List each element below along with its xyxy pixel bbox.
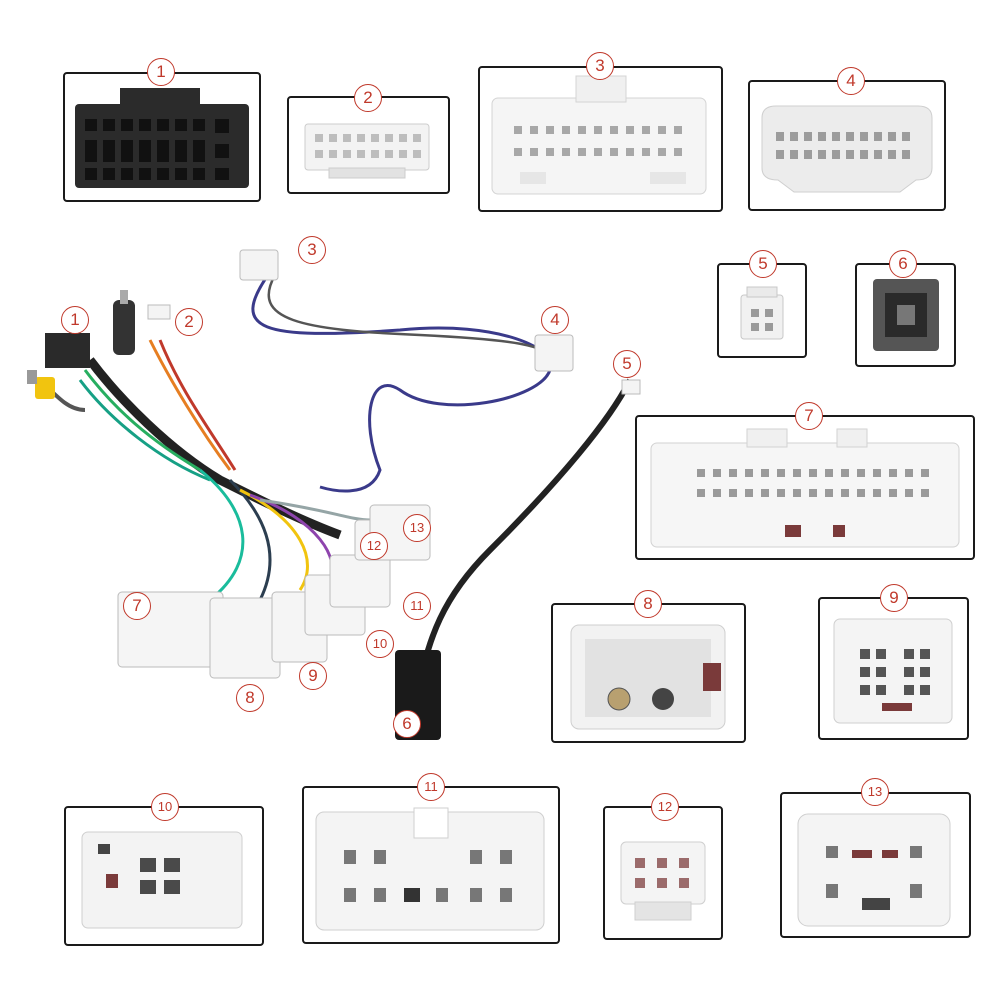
harness-label-10: 10 xyxy=(366,630,394,658)
connector-4-box xyxy=(748,80,946,211)
harness-label-6: 6 xyxy=(393,710,421,738)
connector-3-badge: 3 xyxy=(586,52,614,80)
harness-label-2: 2 xyxy=(175,308,203,336)
connector-3-white-plug xyxy=(491,75,707,195)
connector-5-badge: 5 xyxy=(749,250,777,278)
harness-label-7: 7 xyxy=(123,592,151,620)
connector-4-white-plug xyxy=(761,105,933,193)
connector-7-box xyxy=(635,415,975,560)
connector-2-box xyxy=(287,96,450,194)
harness-label-8: 8 xyxy=(236,684,264,712)
connector-2-badge: 2 xyxy=(354,84,382,112)
connector-10-box xyxy=(64,806,264,946)
connector-10-white-plug xyxy=(81,831,243,929)
harness-label-5: 5 xyxy=(613,350,641,378)
connector-5-box xyxy=(717,263,807,358)
connector-8-box xyxy=(551,603,746,743)
harness-label-9: 9 xyxy=(299,662,327,690)
connector-9-badge: 9 xyxy=(880,584,908,612)
connector-9-white-plug xyxy=(833,618,953,724)
connector-13-badge: 13 xyxy=(861,778,889,806)
connector-3-box xyxy=(478,66,723,212)
harness-label-4: 4 xyxy=(541,306,569,334)
connector-12-badge: 12 xyxy=(651,793,679,821)
rca-plug xyxy=(35,377,55,399)
connector-9-box xyxy=(818,597,969,740)
connector-4-badge: 4 xyxy=(837,67,865,95)
connector-10-badge: 10 xyxy=(151,793,179,821)
connector-6-box xyxy=(855,263,956,367)
connector-6-black-plug xyxy=(873,279,939,351)
connector-8-badge: 8 xyxy=(634,590,662,618)
connector-7-white-plug xyxy=(650,428,960,548)
connector-5-white-plug xyxy=(740,286,784,340)
connector-12-white-plug xyxy=(620,841,706,921)
harness-label-13: 13 xyxy=(403,514,431,542)
connector-8-white-plug xyxy=(570,624,726,730)
connector-11-badge: 11 xyxy=(417,773,445,801)
connector-13-white-plug xyxy=(797,813,951,927)
connector-11-white-plug xyxy=(315,807,545,931)
connector-7-badge: 7 xyxy=(795,402,823,430)
harness-label-3: 3 xyxy=(298,236,326,264)
harness-label-12: 12 xyxy=(360,532,388,560)
connector-12-box xyxy=(603,806,723,940)
connector-1-badge: 1 xyxy=(147,58,175,86)
connector-1-box xyxy=(63,72,261,202)
connector-11-box xyxy=(302,786,560,944)
connector-1-black-plug xyxy=(75,88,249,188)
connector-2-white-plug xyxy=(304,123,430,179)
connector-13-box xyxy=(780,792,971,938)
harness-label-11: 11 xyxy=(403,592,431,620)
connector-6-badge: 6 xyxy=(889,250,917,278)
harness-label-1: 1 xyxy=(61,306,89,334)
